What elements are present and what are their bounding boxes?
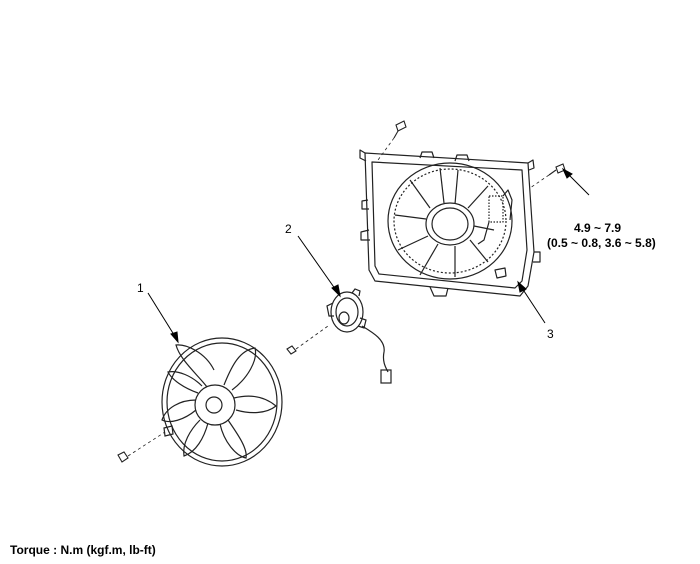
leader-lines [147,167,590,344]
fan-shroud [359,149,541,297]
callout-1: 1 [137,281,144,295]
fan-nut [117,431,166,463]
fan-motor [326,288,392,384]
shroud-bolt-right [529,163,566,189]
callout-2: 2 [285,222,292,236]
callout-3: 3 [547,327,554,341]
cooling-fan [161,337,283,467]
motor-bolt [286,325,329,355]
torque-units-note: Torque : N.m (kgf.m, lb-ft) [10,543,156,557]
torque-spec-primary: 4.9 ~ 7.9 [574,221,622,235]
torque-spec-secondary: (0.5 ~ 0.8, 3.6 ~ 5.8) [547,236,656,250]
shroud-bolt-top [377,120,407,161]
